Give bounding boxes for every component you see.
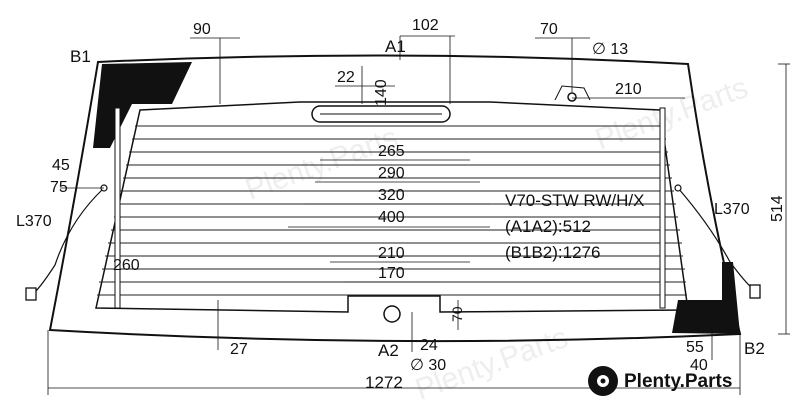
dim-514: 514 bbox=[769, 195, 786, 222]
dim-265: 265 bbox=[378, 143, 405, 160]
b1b2-value: (B1B2):1276 bbox=[505, 243, 600, 262]
dim-l370-left: L370 bbox=[16, 213, 52, 230]
dim-22: 22 bbox=[337, 69, 355, 86]
dim-320: 320 bbox=[378, 187, 405, 204]
dim-l370-right: L370 bbox=[714, 201, 750, 218]
dim-170: 170 bbox=[378, 265, 405, 282]
dimension-lines bbox=[47, 35, 790, 395]
dim-75: 75 bbox=[50, 179, 68, 196]
brand-logo: Plenty.Parts bbox=[588, 366, 732, 396]
hole-13 bbox=[567, 92, 577, 102]
dim-1272: 1272 bbox=[365, 373, 403, 392]
label-a1: A1 bbox=[385, 37, 406, 56]
dim-40: 40 bbox=[690, 357, 708, 374]
model-label: V70-STW RW/H/X bbox=[505, 191, 644, 210]
dim-210-mid: 210 bbox=[378, 245, 405, 262]
dim-55: 55 bbox=[686, 339, 704, 356]
heating-area-outline bbox=[95, 101, 689, 313]
glass-outline bbox=[48, 54, 742, 343]
wire-left bbox=[34, 187, 105, 293]
dim-400: 400 bbox=[378, 209, 405, 226]
dim-70-top: 70 bbox=[540, 21, 558, 38]
dim-90: 90 bbox=[193, 21, 211, 38]
brake-light-area bbox=[311, 105, 451, 123]
label-b2: B2 bbox=[744, 339, 765, 358]
bus-bar-right bbox=[659, 107, 666, 309]
dim-hole-13: ∅ 13 bbox=[592, 41, 628, 58]
dim-140: 140 bbox=[373, 79, 390, 106]
connector-right bbox=[749, 284, 761, 299]
label-a2: A2 bbox=[378, 341, 399, 360]
dim-290: 290 bbox=[378, 165, 405, 182]
dim-70-bottom: 70 bbox=[449, 306, 465, 322]
connector-left bbox=[25, 287, 37, 301]
dim-24: 24 bbox=[420, 337, 438, 354]
dim-102: 102 bbox=[412, 17, 439, 34]
wire-right bbox=[677, 187, 753, 289]
dim-hole-30: ∅ 30 bbox=[410, 357, 446, 374]
hole-30 bbox=[383, 305, 401, 323]
dim-45: 45 bbox=[52, 157, 70, 174]
brand-name: Plenty.Parts bbox=[624, 371, 732, 392]
dim-27: 27 bbox=[230, 341, 248, 358]
label-b1: B1 bbox=[70, 47, 91, 66]
ceramic-corner-bottom-right bbox=[672, 262, 740, 334]
a1a2-value: (A1A2):512 bbox=[505, 217, 591, 236]
dim-260: 260 bbox=[113, 257, 140, 274]
dim-210-top: 210 bbox=[615, 81, 642, 98]
ceramic-corner-top-left bbox=[93, 62, 192, 148]
bus-bar-left bbox=[114, 107, 121, 309]
